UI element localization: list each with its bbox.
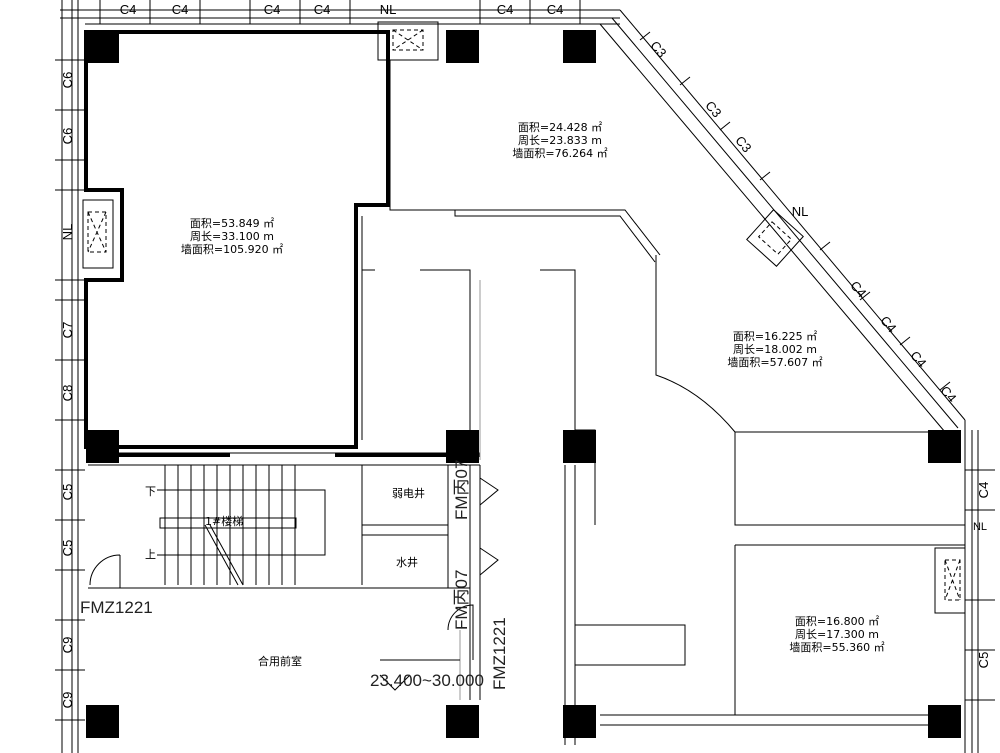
room-3-annotation: 面积=16.225 ㎡ 周长=18.002 m 墙面积=57.607 ㎡ xyxy=(727,330,822,369)
window-tags-left: C6 C6 NL C7 C8 C5 C5 C9 C9 xyxy=(60,72,75,709)
window-tags-right: C4 NL C5 xyxy=(973,482,991,669)
stair-down-label: 下 xyxy=(145,485,156,498)
door-label-shaft-2: FM丙07 xyxy=(452,460,471,520)
weak-shaft-label: 弱电井 xyxy=(392,486,425,500)
stair xyxy=(157,465,326,586)
window-tag: C9 xyxy=(60,692,75,709)
window-tag: C4 xyxy=(264,2,281,17)
window-tag: C4 xyxy=(497,2,514,17)
window-tag: C4 xyxy=(976,482,991,499)
window-tag: C4 xyxy=(937,383,959,405)
door-label-left: FMZ1221 xyxy=(80,598,153,617)
elevation-label: 23.400~30.000 xyxy=(370,671,484,690)
room-area: 面积=24.428 ㎡ xyxy=(518,121,602,134)
shaft-icons xyxy=(82,21,966,614)
window-tag: C8 xyxy=(60,385,75,402)
room-wall-area: 墙面积=55.360 ㎡ xyxy=(789,640,884,654)
window-tag: C4 xyxy=(847,278,869,300)
room-wall-area: 墙面积=105.920 ㎡ xyxy=(181,242,283,256)
room-4-annotation: 面积=16.800 ㎡ 周长=17.300 m 墙面积=55.360 ㎡ xyxy=(789,615,884,654)
window-tag: NL xyxy=(380,2,397,17)
room-wall-area: 墙面积=76.264 ㎡ xyxy=(512,146,607,160)
labels: 1#楼梯 下 上 弱电井 水井 合用前室 FMZ1221 FMZ1221 FM丙… xyxy=(80,460,509,690)
window-tag: C3 xyxy=(647,38,669,60)
room-perimeter: 周长=33.100 m xyxy=(190,230,274,243)
window-tag: C7 xyxy=(60,322,75,339)
window-tag: C3 xyxy=(702,98,724,120)
window-tag: NL xyxy=(792,204,809,219)
stair-up-label: 上 xyxy=(145,548,156,561)
window-tag: C4 xyxy=(172,2,189,17)
room-perimeter: 周长=17.300 m xyxy=(795,628,879,641)
window-tags-top: C4 C4 C4 C4 NL C4 C4 xyxy=(120,2,564,17)
facade xyxy=(55,0,995,753)
window-tag: C4 xyxy=(907,348,929,370)
window-tag: C6 xyxy=(60,72,75,89)
window-tag: C9 xyxy=(60,637,75,654)
walls xyxy=(88,60,965,745)
room-1-annotation: 面积=53.849 ㎡ 周长=33.100 m 墙面积=105.920 ㎡ xyxy=(181,217,283,256)
window-tag: NL xyxy=(60,224,75,241)
room-2-annotation: 面积=24.428 ㎡ 周长=23.833 m 墙面积=76.264 ㎡ xyxy=(512,121,607,160)
window-tag: NL xyxy=(973,521,987,533)
front-room-label: 合用前室 xyxy=(258,654,302,668)
door-label-right: FMZ1221 xyxy=(490,617,509,690)
room-wall-area: 墙面积=57.607 ㎡ xyxy=(727,355,822,369)
room-perimeter: 周长=18.002 m xyxy=(733,343,817,356)
window-tag: C4 xyxy=(314,2,331,17)
room-perimeter: 周长=23.833 m xyxy=(518,134,602,147)
stair-label: 1#楼梯 xyxy=(205,514,243,528)
window-tag: C3 xyxy=(732,133,754,155)
window-tag: C5 xyxy=(976,652,991,669)
room-area: 面积=53.849 ㎡ xyxy=(190,217,274,230)
water-shaft-label: 水井 xyxy=(396,555,418,569)
window-tag: C5 xyxy=(60,540,75,557)
window-tag: C4 xyxy=(877,313,899,335)
room-area: 面积=16.800 ㎡ xyxy=(795,615,879,628)
columns xyxy=(86,30,961,738)
window-tag: C4 xyxy=(120,2,137,17)
door-label-shaft-1: FM丙07 xyxy=(452,570,471,630)
window-tag: C5 xyxy=(60,484,75,501)
window-tag: C4 xyxy=(547,2,564,17)
room-area: 面积=16.225 ㎡ xyxy=(733,330,817,343)
window-tag: C6 xyxy=(60,128,75,145)
